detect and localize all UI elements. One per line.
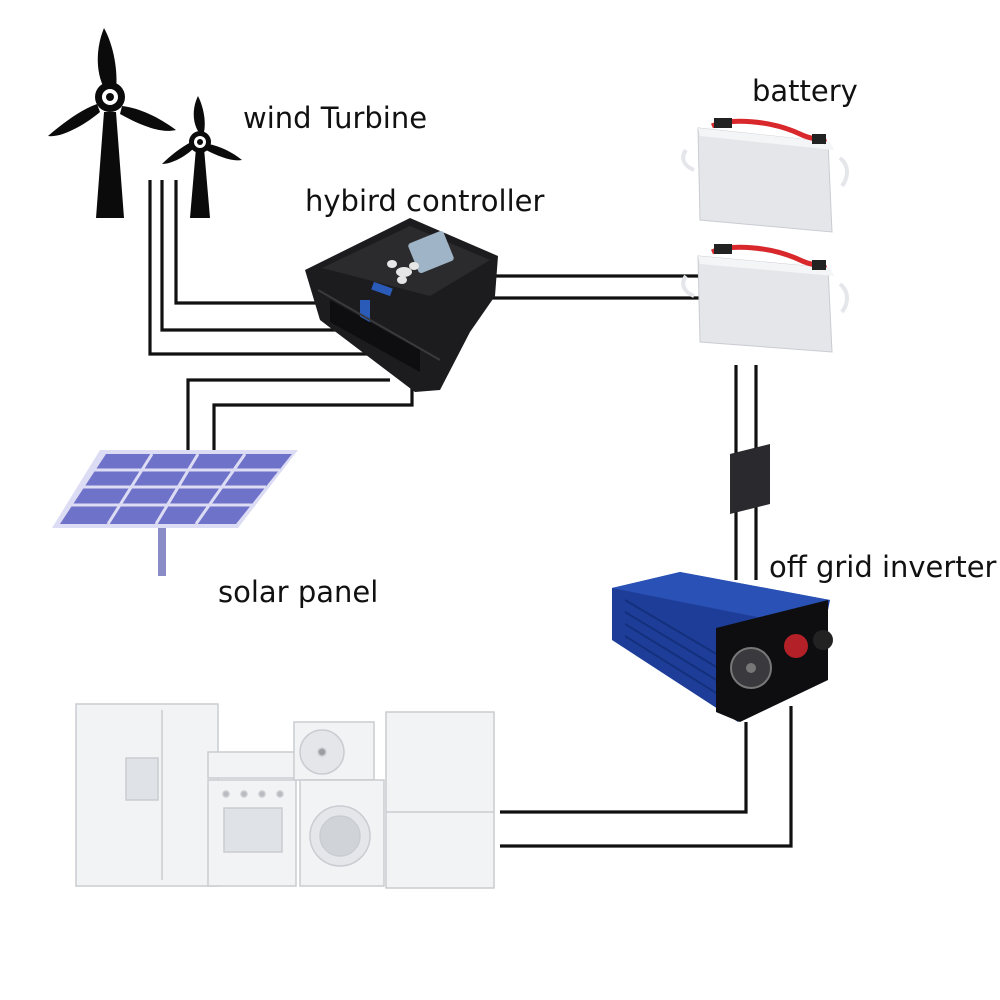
home-appliances-icon: [75, 703, 495, 889]
hybrid-controller-icon: [305, 218, 498, 392]
wire-solar-2: [212, 385, 414, 450]
wire-load-2: [500, 706, 793, 848]
label-solar-panel: solar panel: [218, 575, 378, 609]
label-off-grid-inverter: off grid inverter: [769, 550, 997, 584]
wind-turbine-icon: [48, 28, 242, 218]
inverter-icon: [612, 444, 833, 722]
battery-icon: [681, 118, 849, 353]
label-battery: battery: [752, 74, 858, 108]
wire-turbine-1: [174, 180, 318, 305]
wire-turbine-2: [160, 180, 345, 332]
wire-solar-1: [186, 378, 390, 450]
label-hybrid-controller: hybird controller: [305, 184, 544, 218]
wire-turbine-3: [148, 180, 372, 356]
wire-load-1: [500, 722, 748, 814]
label-wind-turbine: wind Turbine: [243, 101, 427, 135]
solar-panel-icon: [52, 450, 298, 576]
